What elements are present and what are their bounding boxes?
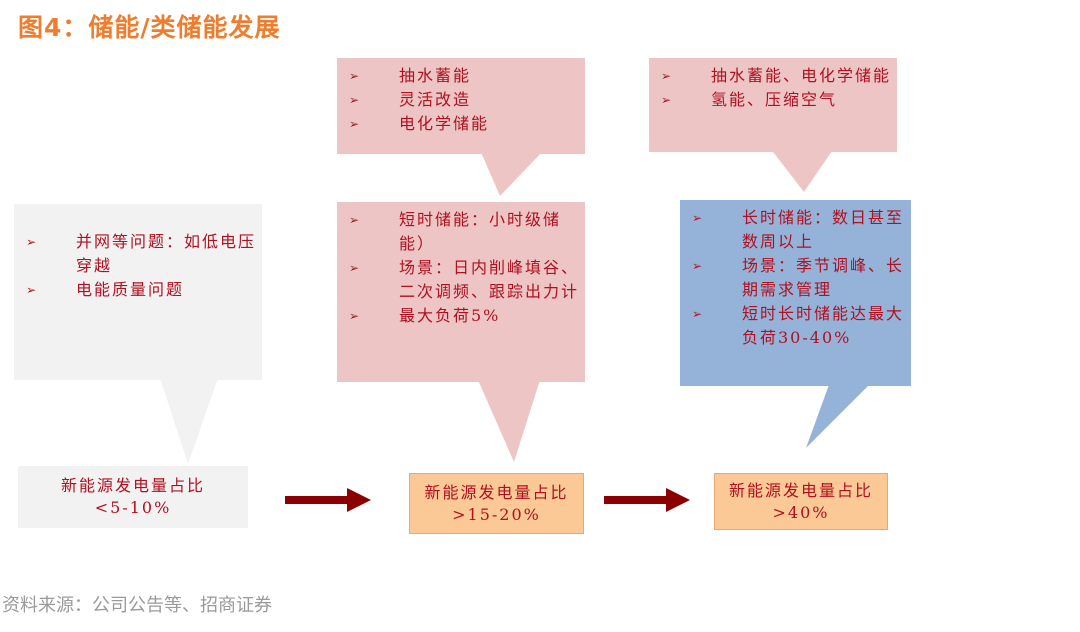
stage-box-3: 新能源发电量占比 >40% xyxy=(714,473,888,530)
bullet-item: ➢ 短时储能：小时级储能） xyxy=(349,208,585,256)
stage2-top-list: ➢ 抽水蓄能 ➢ 灵活改造 ➢ 电化学储能 xyxy=(349,64,585,136)
bullet-item: ➢ 最大负荷5% xyxy=(349,304,585,328)
arrow-bullet-icon: ➢ xyxy=(349,309,360,323)
stage2-top-callout: ➢ 抽水蓄能 ➢ 灵活改造 ➢ 电化学储能 xyxy=(337,58,585,154)
bullet-item: ➢ 抽水蓄能、电化学储能 xyxy=(661,64,897,88)
stage-box-2: 新能源发电量占比 >15-20% xyxy=(409,473,584,534)
bullet-item: ➢ 抽水蓄能 xyxy=(349,64,585,88)
bullet-item: ➢ 场景：季节调峰、长期需求管理 xyxy=(692,254,911,302)
stage-2-label: 新能源发电量占比 xyxy=(424,482,569,502)
arrow-bullet-icon: ➢ xyxy=(692,307,703,321)
stage-arrow-2-to-3 xyxy=(604,488,690,512)
stage-2-value: >15-20% xyxy=(452,504,541,524)
arrow-bullet-icon: ➢ xyxy=(26,235,37,249)
arrow-bullet-icon: ➢ xyxy=(349,213,360,227)
stage-arrow-1-to-2 xyxy=(285,488,371,512)
bullet-text: 短时储能：小时级储能） xyxy=(399,210,562,253)
arrow-bullet-icon: ➢ xyxy=(26,283,37,297)
bullet-text: 抽水蓄能、电化学储能 xyxy=(711,66,892,85)
stage-box-1: 新能源发电量占比 <5-10% xyxy=(18,466,248,528)
bullet-text: 最大负荷5% xyxy=(399,306,501,325)
arrow-bullet-icon: ➢ xyxy=(661,93,672,107)
stage3-top-callout-tail xyxy=(770,148,834,192)
bullet-text: 氢能、压缩空气 xyxy=(711,90,838,109)
stage-1-label: 新能源发电量占比 xyxy=(60,476,205,495)
grid-issues-list: ➢ 并网等问题：如低电压穿越 ➢ 电能质量问题 xyxy=(26,230,262,302)
bullet-item: ➢ 氢能、压缩空气 xyxy=(661,88,897,112)
bullet-text: 场景：日内削峰填谷、二次调频、跟踪出力计 xyxy=(399,258,580,301)
arrow-bullet-icon: ➢ xyxy=(349,69,360,83)
bullet-item: ➢ 电能质量问题 xyxy=(26,278,262,302)
stage3-long-callout: ➢ 长时储能：数日甚至数周以上 ➢ 场景：季节调峰、长期需求管理 ➢ 短时长时储能达最大负… xyxy=(680,200,911,386)
stage3-long-list: ➢ 长时储能：数日甚至数周以上 ➢ 场景：季节调峰、长期需求管理 ➢ 短时长时储能达最大负… xyxy=(692,206,911,350)
arrow-bullet-icon: ➢ xyxy=(349,261,360,275)
stage3-top-callout: ➢ 抽水蓄能、电化学储能 ➢ 氢能、压缩空气 xyxy=(649,58,897,152)
bullet-item: ➢ 电化学储能 xyxy=(349,112,585,136)
stage-3-value: >40% xyxy=(772,502,830,522)
stage3-long-callout-tail xyxy=(806,382,872,448)
bullet-item: ➢ 长时储能：数日甚至数周以上 xyxy=(692,206,911,254)
grid-issues-callout-tail xyxy=(160,378,218,464)
grid-issues-callout: ➢ 并网等问题：如低电压穿越 ➢ 电能质量问题 xyxy=(14,204,262,380)
figure-title: 图4：储能/类储能发展 xyxy=(18,13,281,42)
bullet-item: ➢ 并网等问题：如低电压穿越 xyxy=(26,230,262,278)
source-note: 资料来源：公司公告等、招商证券 xyxy=(2,595,272,616)
stage-3-label: 新能源发电量占比 xyxy=(728,480,873,500)
bullet-text: 抽水蓄能 xyxy=(399,66,472,85)
stage2-short-list: ➢ 短时储能：小时级储能） ➢ 场景：日内削峰填谷、二次调频、跟踪出力计 ➢ 最大负荷5% xyxy=(349,208,585,328)
stage2-short-callout: ➢ 短时储能：小时级储能） ➢ 场景：日内削峰填谷、二次调频、跟踪出力计 ➢ 最大负荷5% xyxy=(337,202,585,382)
bullet-text: 电化学储能 xyxy=(399,114,490,133)
arrow-bullet-icon: ➢ xyxy=(349,117,360,131)
arrow-bullet-icon: ➢ xyxy=(349,93,360,107)
bullet-text: 灵活改造 xyxy=(399,90,472,109)
arrow-bullet-icon: ➢ xyxy=(661,69,672,83)
bullet-item: ➢ 场景：日内削峰填谷、二次调频、跟踪出力计 xyxy=(349,256,585,304)
bullet-text: 场景：季节调峰、长期需求管理 xyxy=(742,256,905,299)
bullet-text: 并网等问题：如低电压穿越 xyxy=(76,232,257,275)
stage3-top-list: ➢ 抽水蓄能、电化学储能 ➢ 氢能、压缩空气 xyxy=(661,64,897,112)
arrow-bullet-icon: ➢ xyxy=(692,259,703,273)
bullet-text: 短时长时储能达最大负荷30-40% xyxy=(742,304,905,347)
bullet-item: ➢ 短时长时储能达最大负荷30-40% xyxy=(692,302,911,350)
bullet-text: 长时储能：数日甚至数周以上 xyxy=(742,208,905,251)
stage2-top-callout-tail xyxy=(480,150,544,196)
stage-1-value: <5-10% xyxy=(94,498,172,517)
stage2-short-callout-tail xyxy=(478,380,540,462)
arrow-bullet-icon: ➢ xyxy=(692,211,703,225)
bullet-item: ➢ 灵活改造 xyxy=(349,88,585,112)
bullet-text: 电能质量问题 xyxy=(76,280,185,299)
